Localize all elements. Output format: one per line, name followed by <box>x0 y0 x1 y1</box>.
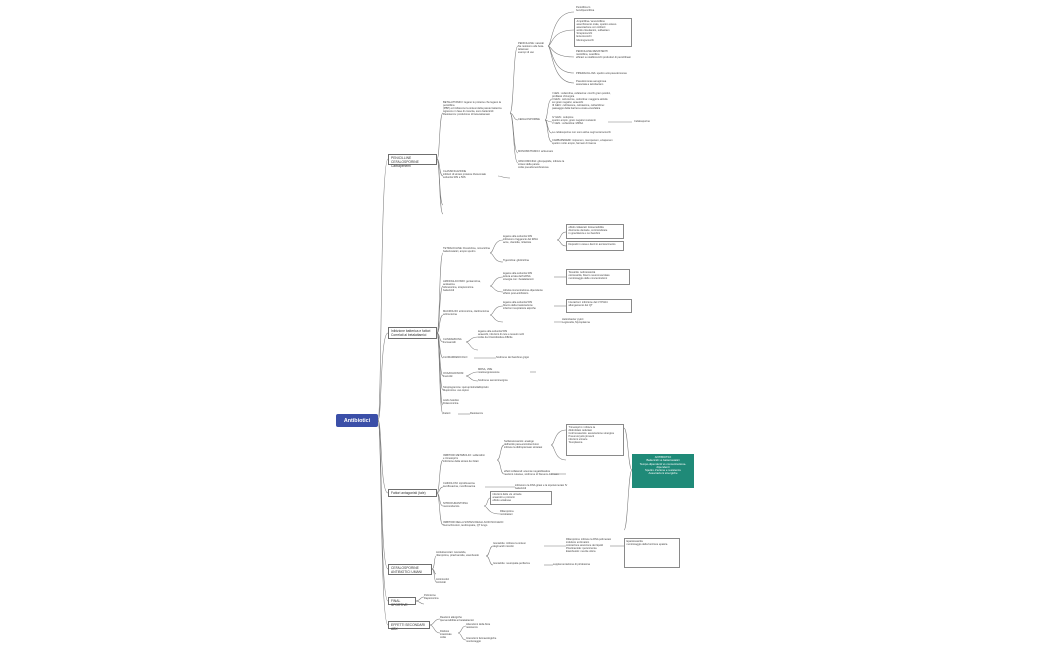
b1-resistenti-text[interactable]: PENICILLINE RESISTENTI meticillina, oxac… <box>576 50 631 60</box>
b1-betalattamici-text[interactable]: BETALATTAMICI: legano le proteine che le… <box>443 101 502 117</box>
b1-classificazione-text[interactable]: CLASSIFICAZIONE inibitori di sintesi pro… <box>443 170 486 180</box>
b3-inibitori-metabolici-text[interactable]: INIBITORI METABOLICI: sulfamidici e trim… <box>443 454 485 464</box>
b2-tetracicline-meccanismo[interactable]: legame alla subunità 30S inibiscono l'ag… <box>503 235 538 245</box>
b2-fusidico-text[interactable]: Acido fusidico Fidaxomicina <box>443 399 460 406</box>
b3-trimetoprim-box[interactable]: Trimetoprim: inibisce la diidrofolato re… <box>566 424 624 456</box>
b2-oxazolidinoni-text[interactable]: OXAZOLIDINONI linezolid <box>443 372 464 379</box>
b2-clindamicina-dettagli[interactable]: legame alla subunità 50S anaerobi, infez… <box>478 330 524 340</box>
b4-antimicotici-text[interactable]: Antimicotici Antivirali <box>436 578 450 585</box>
b3-sulfametoxazolo-text[interactable]: Sulfametoxazolo: analogo dell'acido para… <box>504 440 543 450</box>
b2-fattori-text[interactable]: Fattori <box>443 412 451 415</box>
b2-aminoglicosidi-attivita[interactable]: Attività concentrazione-dipendente effet… <box>503 289 543 296</box>
b1-ampicillina-box[interactable]: Ampicillina / amoxicillina: assorbimento… <box>574 18 632 47</box>
b4-piridossina-text[interactable]: supplementazione di piridossina <box>553 563 590 566</box>
b2-resistenza-text[interactable]: Resistenza <box>470 412 483 415</box>
b1-cefalosporine-label[interactable]: CEFALOSPORINE <box>518 118 540 121</box>
branch-node-penicilline[interactable]: PENICILLINE CEFALOSPORINE Carbapenemi <box>388 154 437 168</box>
b2-macrolidi-interazioni-box[interactable]: Interazioni: inibizione del CYP3A4 allun… <box>566 299 632 313</box>
b1-penicillina-g-text[interactable]: Penicillina G benzilpenicillina <box>576 6 595 13</box>
b1-carbapenemi-text[interactable]: CARBAPENEMI: imipenem, meropenem, ertape… <box>552 139 613 146</box>
b2-aminoglicosidi-tossicita-box[interactable]: Tossicità: nefrotossicità ototossicità, … <box>566 269 630 285</box>
b2-bambino-grigio-text[interactable]: Sindrome del bambino grigio <box>496 356 530 359</box>
b4-epatotossicita-box[interactable]: Epatotossicità monitoraggio della funzio… <box>624 538 680 568</box>
branch-node-cefalosporine[interactable]: CEFALOSPORINE ANTIBIOTICI UMANI <box>388 564 432 575</box>
b1-piperacillina-text[interactable]: PIPERACILLINA: spettro anti-pseudomonas <box>576 72 627 75</box>
branch-node-fattori-antagonisti[interactable]: Fattori antagonisti (tale) <box>388 489 437 497</box>
b3-rifampicina-text[interactable]: Rifampicina micobatteri <box>500 510 514 517</box>
b2-tetracicline-text[interactable]: TETRACICLINE: Doxiciclina, minociclina b… <box>443 247 490 254</box>
b1-generazioni-text[interactable]: I GEN.: cefazolina, cefalexina: cocchi g… <box>552 92 611 111</box>
b1-vancomicina-text[interactable]: VANCOMICINA: glicopeptide, inibisce la s… <box>518 160 565 170</box>
b2-streptogramine-text[interactable]: Streptogramine: quinupristin/dalfopristi… <box>443 386 489 393</box>
b2-serotoninergica-text[interactable]: Sindrome serotoninergica <box>478 379 508 382</box>
connector-root-b1 <box>377 158 389 421</box>
branch-node-final-sportive[interactable]: FINAL SPORTIVE <box>388 597 416 607</box>
summary-note[interactable]: ANTIBIOTICI Battericidi vs batteriostati… <box>632 454 694 488</box>
b6-reazioni-allergiche-text[interactable]: Reazioni allergiche Ipersensibilità ai b… <box>440 616 474 623</box>
b2-tetracicline-effetti-box[interactable]: effetti collaterali: fotosensibilità dis… <box>566 224 624 239</box>
b6-interazioni-text[interactable]: Interazioni farmacologiche monitoraggio <box>466 637 497 644</box>
b3-nitrofurantoina-text[interactable]: NITROFURANTOINA metronidazolo <box>443 502 468 509</box>
b6-flora-text[interactable]: Alterazioni della flora resistenze <box>466 623 491 630</box>
b3-effetti-collaterali-text[interactable]: effetti collaterali: anemia megaloblasti… <box>504 470 559 477</box>
b1-monobattamici-text[interactable]: MONOBATTAMICI: aztreonam <box>518 150 554 153</box>
b6-disbiosi-text[interactable]: Disbiosi intestinale colite <box>440 630 452 640</box>
b2-aminoglicosidi-text[interactable]: AMINOGLICOSIDI: gentamicina, amikacina t… <box>443 280 481 293</box>
b1-enterococchi-text[interactable]: Le cefalosporine non sono attive sugli e… <box>552 131 611 134</box>
branch-node-inibizione[interactable]: Inibizione batterica e fattori Correlati… <box>388 327 437 339</box>
b3-chinoloni-text[interactable]: CHINOLONI: ciprofloxacina levofloxacina,… <box>443 482 476 489</box>
b2-macrolidi-meccanismo[interactable]: legame alla subunità 50S blocco della tr… <box>503 301 536 311</box>
root-node[interactable]: Antibiotici <box>336 414 378 427</box>
b4-neuropatia-text[interactable]: Isoniazide: neuropatia periferica <box>493 562 530 565</box>
b4-antitubercolari-text[interactable]: Antitubercolari: isoniazide, rifampicina… <box>436 551 479 558</box>
b3-nitrofurantoina-box[interactable]: infezioni delle vie urinarie anaerobi e … <box>490 491 552 505</box>
connector-root-b4 <box>377 419 389 570</box>
b2-cloramfenicolo-text[interactable]: CLORAMFENICOLO <box>443 356 468 359</box>
branch-node-effetti-secondari[interactable]: EFFETTI SECONDARI ABX <box>388 621 430 631</box>
b2-macrolidi-indicazioni[interactable]: Helicobacter pylori Legionella, Mycoplas… <box>562 318 590 325</box>
b2-clindamicina-text[interactable]: CLINDAMICINA lincosamidi <box>443 338 462 345</box>
b4-rifampicina-text[interactable]: Rifampicina: inibisce la RNA polimerasi … <box>566 538 611 554</box>
b1-penicilline-text[interactable]: PENICILLINE: naturali Ne resistono alle … <box>518 42 544 55</box>
b5-polimixine-text[interactable]: Polimixine Daptomicina <box>424 594 439 601</box>
b3-girasi-text[interactable]: inibiscono la DNA girasi e la topoisomer… <box>515 484 568 491</box>
connector-root-b6 <box>377 419 389 626</box>
b1-pseudomonas-text[interactable]: Pseudomonas aeruginosa associata a tazob… <box>576 80 607 87</box>
b2-tigeciclina-text[interactable]: Tigeciclina: glicilciclina <box>503 259 529 262</box>
connector-root-b2 <box>377 332 389 421</box>
b2-tetracicline-depositi-box[interactable]: Depositi in ossa e denti in accresciment… <box>566 241 624 251</box>
b1-quarta-generazione-text[interactable]: IV GEN.: cefepime spettro ampio, gram ne… <box>552 116 596 126</box>
connector-root-b3 <box>377 419 389 494</box>
b1-cefalosporine-right[interactable]: Cefalosporine <box>634 120 651 123</box>
b3-acidi-nucleici-text[interactable]: INIBITORI DELLA SINTESI DEGLI ACIDI NUCL… <box>443 521 504 528</box>
b2-oxazolidinoni-dettagli[interactable]: MRSA, VRE mielosoppressione <box>478 368 500 375</box>
b4-isoniazide-text[interactable]: Isoniazide: inibisce la sintesi degli ac… <box>493 542 526 549</box>
b2-macrolidi-text[interactable]: MACROLIDI: eritromicina, claritromicina … <box>443 310 489 317</box>
b2-aminoglicosidi-meccanismo[interactable]: legame alla subunità 30S lettura errata … <box>503 272 534 282</box>
